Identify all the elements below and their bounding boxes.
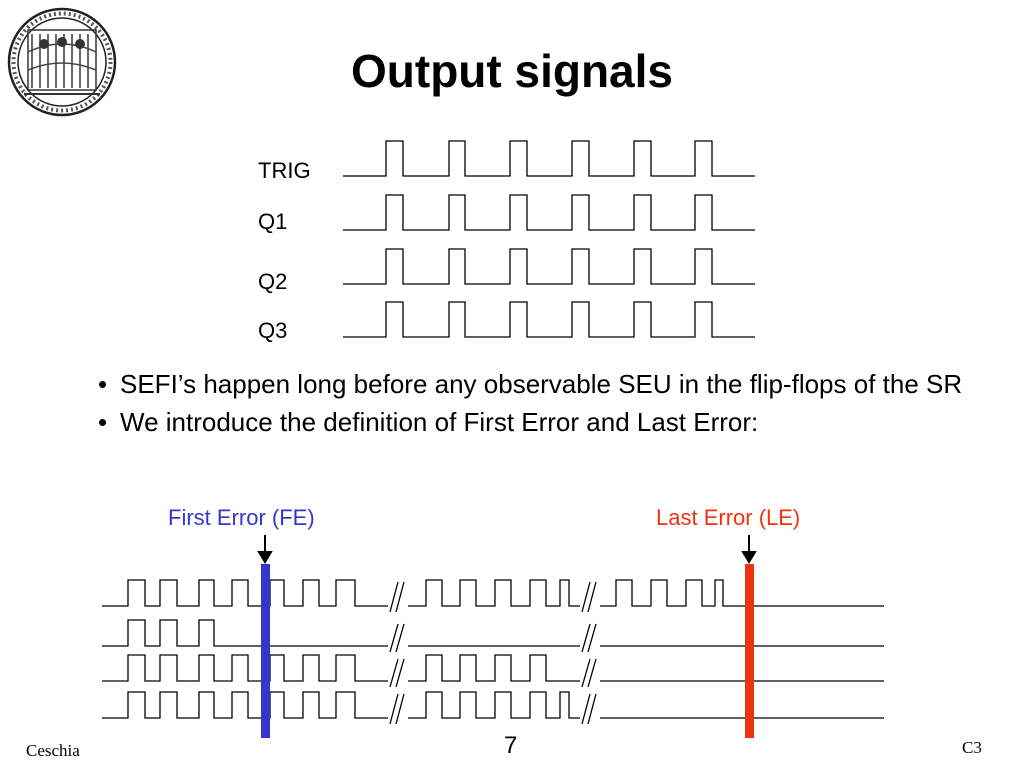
break-mark-1-row1 — [389, 581, 405, 613]
break-mark-2-row3 — [581, 658, 597, 688]
arrow-down-icon-fe — [257, 535, 273, 564]
footer-author: Ceschia — [26, 741, 80, 760]
break-mark-2-row4 — [581, 693, 597, 725]
waveform-bottom-q3 — [102, 691, 884, 719]
last-error-marker — [745, 564, 754, 738]
break-mark-2-row1 — [581, 581, 597, 613]
signal-label-q3: Q3 — [258, 318, 288, 343]
slide-title: Output signals — [351, 45, 673, 97]
break-mark-1-row3 — [389, 658, 405, 688]
last-error-label: Last Error (LE) — [656, 505, 801, 530]
waveform-bottom-trig — [102, 579, 884, 607]
top-waveforms — [343, 140, 755, 338]
bullet-item-sefi: SEFI’s happen long before any observable… — [96, 368, 996, 400]
first-error-label: First Error (FE) — [168, 505, 315, 530]
waveform-bottom-q2 — [102, 654, 884, 682]
break-mark-1-row4 — [389, 693, 405, 725]
waveform-trig — [343, 140, 755, 177]
footer-section: C3 — [962, 738, 982, 757]
first-error-marker — [261, 564, 270, 738]
break-mark-1-row2 — [389, 623, 405, 653]
waveform-q2 — [343, 248, 755, 285]
signal-label-q2: Q2 — [258, 269, 288, 294]
waveform-q3 — [343, 301, 755, 338]
bottom-waveforms — [102, 579, 884, 719]
signal-label-q1: Q1 — [258, 209, 288, 234]
arrow-down-icon-le — [741, 535, 757, 564]
break-marks — [389, 581, 597, 725]
bullet-item-definition: We introduce the definition of First Err… — [96, 406, 996, 438]
break-mark-2-row2 — [581, 623, 597, 653]
waveform-q1 — [343, 194, 755, 231]
page-number: 7 — [504, 732, 518, 759]
signal-label-trig: TRIG — [258, 158, 311, 183]
waveform-bottom-q1 — [102, 619, 884, 647]
bullet-list: SEFI’s happen long before any observable… — [96, 368, 996, 438]
